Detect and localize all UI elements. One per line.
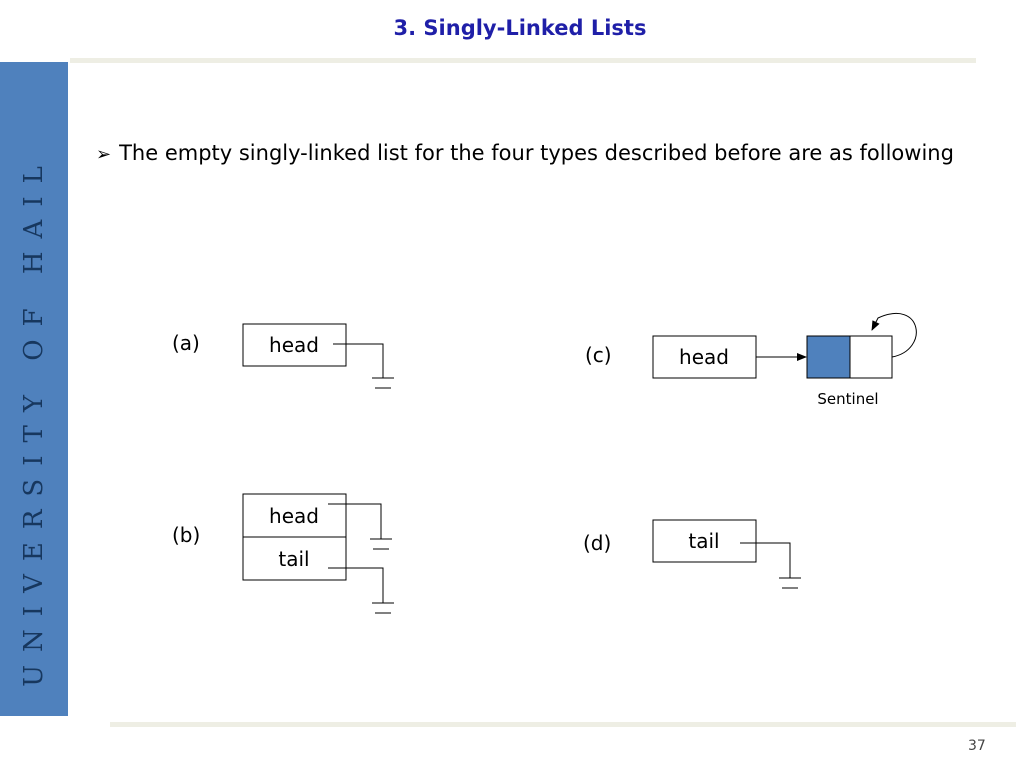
tail-box	[652, 519, 757, 563]
sentinel-data-cell	[806, 335, 851, 379]
diagram-d-label: (d)	[583, 531, 611, 555]
tail-box	[242, 536, 347, 581]
sentinel-label: Sentinel	[817, 390, 878, 408]
head-box-label: head	[679, 345, 729, 369]
null-ground-icon	[328, 503, 392, 550]
tail-box-label: tail	[278, 547, 309, 571]
sentinel-next-cell	[849, 335, 893, 379]
head-box	[242, 493, 347, 538]
head-box	[242, 323, 347, 367]
diagram-b: (b) head tail	[172, 493, 394, 614]
bullet-text: The empty singly-linked list for the fou…	[119, 141, 954, 165]
university-side-band: UNIVERSITY OF HAIL	[0, 62, 68, 716]
bullet-paragraph: ➢ The empty singly-linked list for the fo…	[96, 132, 970, 176]
top-divider	[70, 58, 976, 63]
page-number: 37	[968, 738, 986, 754]
bottom-divider	[110, 722, 1016, 727]
diagram-b-label: (b)	[172, 523, 200, 547]
null-ground-icon	[328, 567, 394, 614]
diagram-c-label: (c)	[585, 343, 612, 367]
arrow-bullet-icon: ➢	[96, 144, 112, 165]
diagram-c: (c) head Sentinel	[585, 312, 917, 408]
diagram-a-label: (a)	[172, 331, 200, 355]
diagram-d: (d) tail	[583, 519, 801, 589]
diagram-a: (a) head	[172, 323, 394, 389]
self-loop-arrow-icon	[871, 312, 917, 358]
tail-box-label: tail	[688, 529, 719, 553]
null-ground-icon	[740, 542, 801, 589]
head-box-label: head	[269, 504, 319, 528]
slide-title: 3. Singly-Linked Lists	[393, 16, 647, 40]
head-box-label: head	[269, 333, 319, 357]
null-ground-icon	[333, 343, 394, 389]
